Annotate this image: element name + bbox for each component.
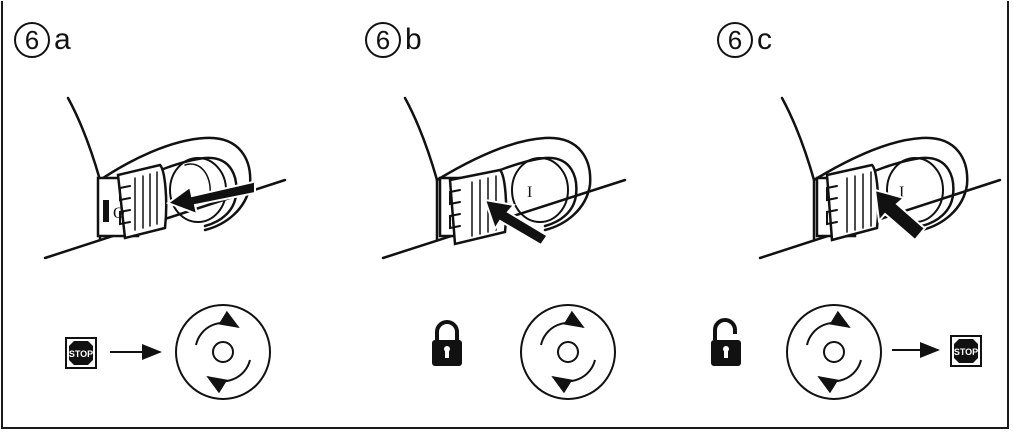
step-letter: c (757, 23, 772, 56)
push-arrow-icon (165, 176, 256, 216)
stop-sign-text: STOP (69, 349, 93, 359)
stop-sign-icon: STOP (950, 335, 982, 367)
push-arrow-icon (873, 188, 927, 242)
switch-on-mark: I (899, 184, 904, 201)
padlock-locked-icon (432, 320, 462, 366)
device-illustration-c (758, 96, 1002, 260)
padlock-unlocked-icon (711, 318, 741, 366)
step-number-circle: 6 (365, 22, 401, 58)
rotation-dial-icon (520, 304, 616, 400)
rotation-dial-icon (786, 304, 882, 400)
step-number-circle: 6 (14, 22, 50, 58)
device-illustration-a (43, 96, 287, 260)
step-letter: a (54, 23, 71, 56)
rotation-dial-icon (175, 304, 271, 400)
stop-sign-text: STOP (954, 347, 978, 357)
step-letter: b (405, 23, 422, 56)
stop-sign-icon: STOP (65, 337, 97, 369)
device-illustration-b (381, 96, 627, 260)
push-arrow-icon (483, 198, 551, 247)
switch-on-mark: I (527, 184, 532, 201)
step-number-circle: 6 (717, 22, 753, 58)
switch-off-mark: O (113, 205, 125, 222)
